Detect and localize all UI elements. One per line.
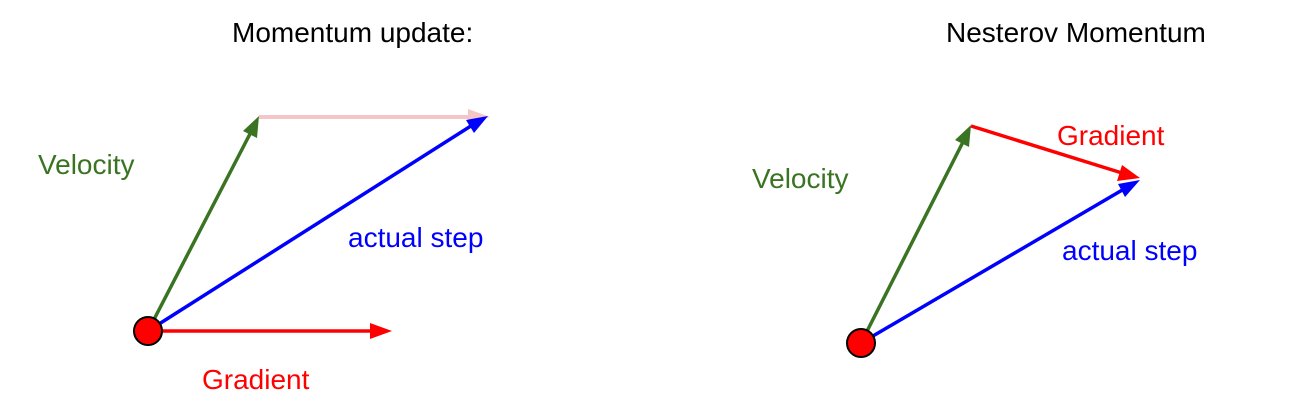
faded-gradient-arrow: [259, 109, 490, 125]
gradient-label: Gradient: [1057, 120, 1165, 151]
nesterov-panel: Nesterov Momentum Velocity Gradient actu…: [752, 17, 1206, 358]
gradient-arrow: [148, 323, 392, 339]
actual-step-arrow: [147, 116, 488, 333]
velocity-arrow: [859, 125, 971, 344]
origin-point: [846, 328, 876, 358]
momentum-title: Momentum update:: [232, 17, 473, 48]
velocity-arrow: [146, 116, 259, 332]
origin-point: [133, 316, 163, 346]
velocity-label: Velocity: [752, 163, 849, 194]
actual-step-label: actual step: [348, 222, 483, 253]
actual-step-arrow: [860, 180, 1140, 345]
gradient-label: Gradient: [202, 364, 310, 395]
actual-step-label: actual step: [1062, 235, 1197, 266]
momentum-panel: Momentum update: Velocity actual step Gr…: [38, 17, 490, 395]
velocity-label: Velocity: [38, 149, 135, 180]
gradient-arrow: [970, 124, 1140, 181]
nesterov-title: Nesterov Momentum: [946, 17, 1206, 48]
